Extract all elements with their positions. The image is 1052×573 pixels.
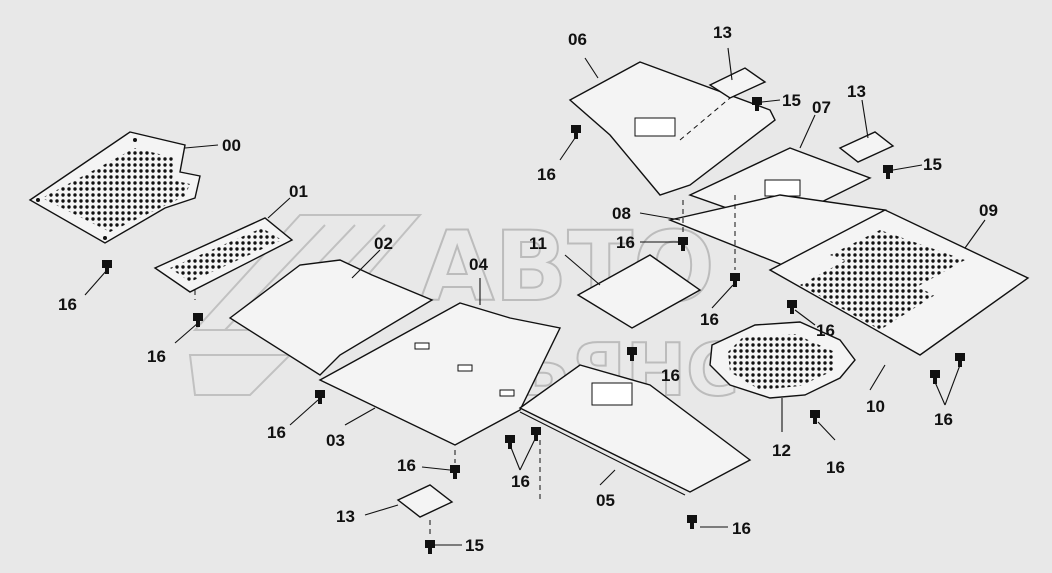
label-16-i: 16 xyxy=(700,310,719,329)
part-13-bracket-1 xyxy=(708,47,767,99)
label-09: 09 xyxy=(979,201,998,220)
label-16-m: 16 xyxy=(934,410,953,429)
label-01: 01 xyxy=(289,182,308,201)
label-00: 00 xyxy=(222,136,241,155)
label-16-d: 16 xyxy=(397,456,416,475)
part-11-plate xyxy=(564,254,702,329)
leaders xyxy=(84,97,961,546)
label-16-a: 16 xyxy=(58,295,77,314)
label-16-h: 16 xyxy=(616,233,635,252)
label-16-l: 16 xyxy=(826,458,845,477)
label-15-c: 15 xyxy=(465,536,484,555)
label-15-b: 15 xyxy=(923,155,942,174)
label-12: 12 xyxy=(772,441,791,460)
part-09-panel xyxy=(768,209,1030,356)
part-01-panel xyxy=(153,197,294,300)
label-02: 02 xyxy=(374,234,393,253)
part-02-panel xyxy=(228,249,434,376)
label-07: 07 xyxy=(812,98,831,117)
label-15-a: 15 xyxy=(782,91,801,110)
part-labels: 00 01 02 03 04 05 06 07 08 09 10 11 12 1… xyxy=(58,23,998,555)
label-16-g: 16 xyxy=(537,165,556,184)
label-11: 11 xyxy=(529,234,547,253)
label-03: 03 xyxy=(326,431,345,450)
part-13-bracket-3 xyxy=(364,484,454,518)
label-16-f: 16 xyxy=(732,519,751,538)
label-16-k: 16 xyxy=(661,366,680,385)
label-13-c: 13 xyxy=(336,507,355,526)
part-05-rear-panel xyxy=(518,364,752,496)
part-04-floor-panel xyxy=(318,278,562,446)
label-05: 05 xyxy=(596,491,615,510)
label-13-a: 13 xyxy=(713,23,732,42)
label-04: 04 xyxy=(469,255,488,274)
label-13-b: 13 xyxy=(847,82,866,101)
label-16-j: 16 xyxy=(816,321,835,340)
part-13-bracket-2 xyxy=(838,99,895,163)
part-12-plate xyxy=(709,321,856,432)
label-16-b: 16 xyxy=(147,347,166,366)
part-06-top-panel xyxy=(568,57,776,196)
label-08: 08 xyxy=(612,204,631,223)
label-16-e: 16 xyxy=(511,472,530,491)
label-10: 10 xyxy=(866,397,885,416)
label-06: 06 xyxy=(568,30,587,49)
part-10-leader xyxy=(869,364,886,391)
part-00-cover xyxy=(28,131,219,244)
label-16-c: 16 xyxy=(267,423,286,442)
